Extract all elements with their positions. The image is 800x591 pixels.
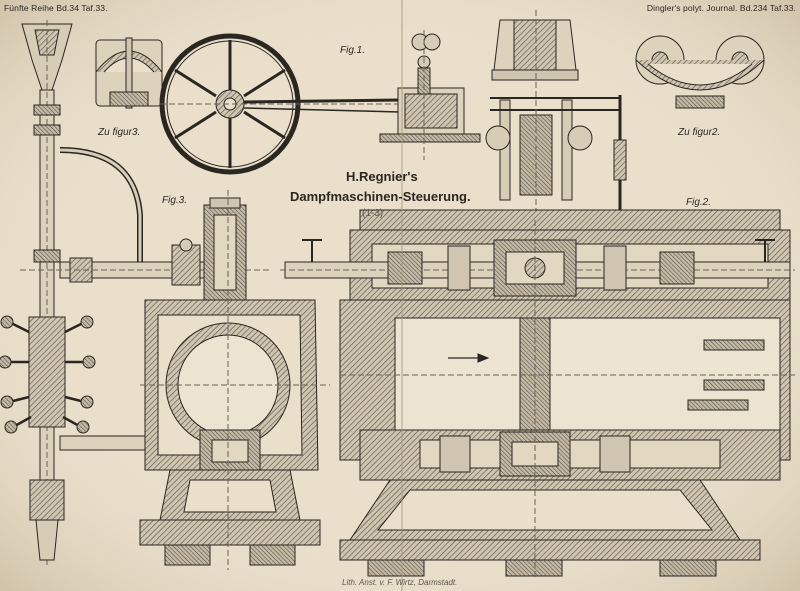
plate-title-line1: H.Regnier's [346, 169, 418, 184]
fig2-label: Fig.2. [686, 197, 712, 208]
fig3-cylinder-cross-section [139, 190, 330, 570]
engine-column-elevation [485, 10, 627, 230]
journal-header: Dingler's polyt. Journal. Bd.234 Taf.33. [646, 3, 796, 13]
lithographer-imprint: Lith. Anst. v. F. Wirtz, Darmstadt. [342, 578, 458, 587]
zu-figur3-detail [95, 37, 163, 109]
left-vertical-shaft-assembly [0, 20, 143, 565]
fig1-flywheel [159, 33, 420, 175]
zu-figur2-detail [635, 35, 765, 109]
plate-series-header: Fünfte Reihe Bd.34 Taf.33. [4, 3, 108, 13]
fig3-label: Fig.3. [162, 195, 188, 206]
zu-figur2-label: Zu figur2. [678, 127, 721, 138]
plate-title-line2: Dampfmaschinen-Steuerung. [290, 189, 471, 204]
fig1-engine-side-view [379, 30, 481, 160]
plate-title-figure-range: (1-3) [362, 208, 384, 219]
zu-figur3-label: Zu figur3. [98, 127, 141, 138]
fig2-cylinder-section [280, 209, 795, 580]
fig1-label: Fig.1. [340, 45, 366, 56]
